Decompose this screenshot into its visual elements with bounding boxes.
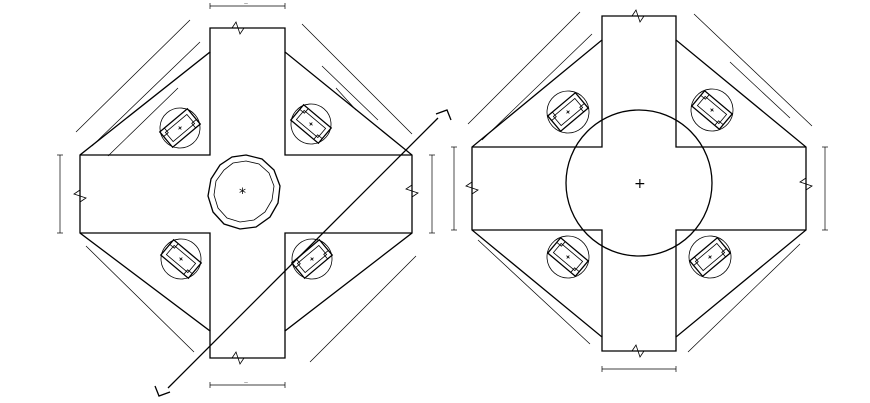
right-plan-break-marks bbox=[465, 9, 813, 358]
right-seat-unit-bottom-left bbox=[546, 235, 590, 279]
left-seat-unit-bottom-left bbox=[159, 238, 203, 280]
svg-text:—: — bbox=[244, 380, 248, 385]
right-center-marker: + bbox=[634, 176, 646, 192]
left-center-marker: * bbox=[239, 186, 246, 202]
left-plan-break-marks bbox=[73, 21, 419, 365]
section-line bbox=[154, 109, 452, 397]
left-seat-unit-bottom-right bbox=[290, 238, 334, 280]
right-circular-table bbox=[565, 109, 713, 257]
right-seat-unit-top-right bbox=[690, 88, 734, 132]
left-seat-unit-top-left bbox=[158, 107, 202, 149]
left-column bbox=[207, 154, 281, 230]
left-seat-unit-top-right bbox=[289, 103, 333, 145]
right-plan: + bbox=[451, 9, 828, 372]
svg-text:—: — bbox=[244, 1, 248, 6]
left-plan-arm-edges bbox=[80, 52, 412, 331]
left-plan: * bbox=[57, 1, 435, 388]
right-dimension-lines bbox=[451, 11, 828, 372]
right-plan-arm-edges bbox=[472, 40, 806, 337]
right-seat-unit-bottom-right bbox=[688, 235, 732, 279]
left-dimension-lines: — — bbox=[57, 1, 435, 388]
right-seat-unit-top-left bbox=[546, 90, 590, 134]
